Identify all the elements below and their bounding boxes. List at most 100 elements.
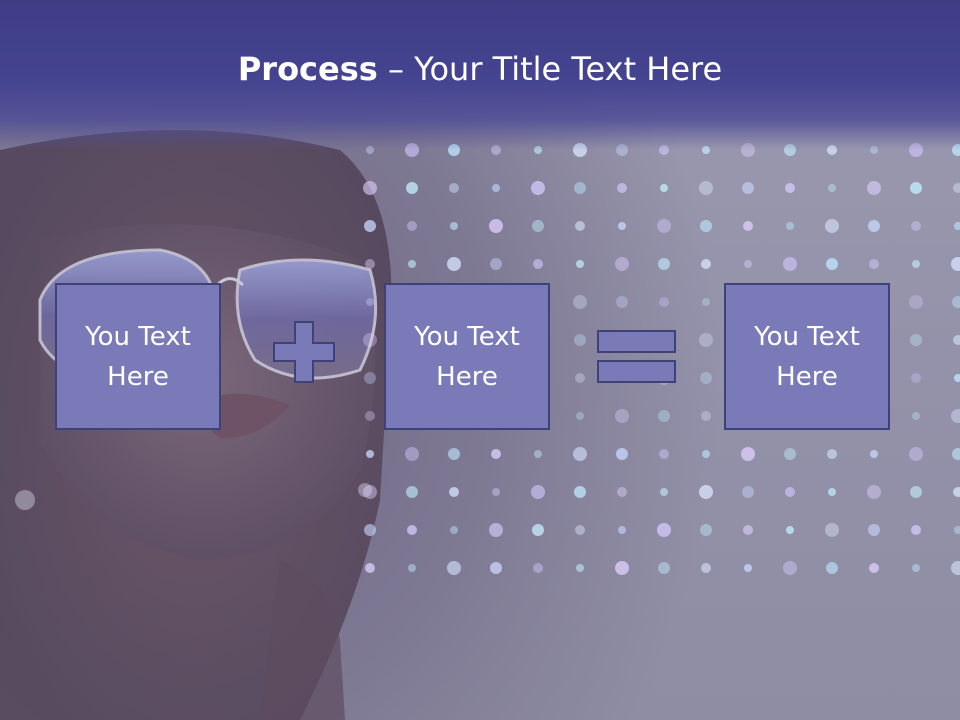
light-dot — [657, 523, 671, 537]
light-dot — [741, 447, 755, 461]
light-dot — [744, 260, 752, 268]
light-dot — [825, 523, 839, 537]
light-dot — [576, 564, 584, 572]
light-dot — [868, 524, 880, 536]
title-separator: – — [377, 50, 415, 88]
light-dot — [827, 449, 837, 459]
light-dot — [575, 525, 585, 535]
light-dot — [533, 259, 543, 269]
light-dot — [909, 447, 923, 461]
plus-icon — [273, 321, 335, 383]
light-dot — [574, 182, 586, 194]
light-dot — [911, 221, 921, 231]
light-dot — [447, 561, 461, 575]
process-box-1-text: You Text Here — [85, 321, 191, 392]
light-dot — [953, 335, 960, 345]
light-dot — [951, 561, 960, 575]
light-dot — [363, 485, 377, 499]
light-dot — [785, 487, 795, 497]
light-dot — [700, 524, 712, 536]
light-dot — [615, 257, 629, 271]
light-dot — [615, 409, 629, 423]
light-dot — [870, 450, 878, 458]
light-dot — [952, 296, 960, 308]
light-dot — [783, 561, 797, 575]
equals-icon — [597, 330, 676, 383]
light-dot — [490, 258, 502, 270]
light-dot — [658, 410, 670, 422]
light-dot — [618, 526, 626, 534]
light-dot — [534, 450, 542, 458]
light-dot — [573, 295, 587, 309]
light-dot — [574, 334, 586, 346]
light-dot — [363, 333, 377, 347]
light-dot — [658, 258, 670, 270]
light-dot — [575, 221, 585, 231]
light-dot — [660, 488, 668, 496]
light-dot — [616, 296, 628, 308]
light-dot — [449, 487, 459, 497]
light-dot — [953, 183, 960, 193]
light-dot — [617, 487, 627, 497]
light-dot — [490, 562, 502, 574]
light-dot — [868, 220, 880, 232]
title-bar — [0, 0, 960, 150]
light-dot — [449, 183, 459, 193]
light-dot — [702, 450, 710, 458]
light-dot — [700, 372, 712, 384]
title-rest: Your Title Text Here — [414, 50, 723, 88]
light-dot — [786, 526, 794, 534]
light-dot — [491, 449, 501, 459]
light-dot — [407, 525, 417, 535]
light-dot — [407, 221, 417, 231]
light-dot — [659, 297, 669, 307]
process-box-1[interactable]: You Text Here — [55, 283, 221, 430]
light-dot — [701, 411, 711, 421]
light-dot — [447, 257, 461, 271]
light-dot — [785, 183, 795, 193]
light-dot — [450, 222, 458, 230]
light-dot — [786, 222, 794, 230]
process-box-2[interactable]: You Text Here — [384, 283, 550, 430]
light-dot — [869, 563, 879, 573]
light-dot — [406, 486, 418, 498]
light-dot — [910, 486, 922, 498]
page-title: Process – Your Title Text Here — [0, 50, 960, 88]
light-dot — [365, 259, 375, 269]
light-dot — [701, 259, 711, 269]
light-dot — [408, 564, 416, 572]
light-dot — [363, 181, 377, 195]
title-bold-part: Process — [237, 50, 378, 88]
light-dot — [910, 182, 922, 194]
light-dot — [448, 448, 460, 460]
light-dot — [659, 449, 669, 459]
light-dot — [826, 258, 838, 270]
light-dot — [784, 448, 796, 460]
light-dot — [828, 488, 836, 496]
light-dot — [826, 562, 838, 574]
light-dot — [364, 220, 376, 232]
light-dot — [825, 219, 839, 233]
process-box-2-text: You Text Here — [414, 321, 520, 392]
light-dot — [532, 220, 544, 232]
light-dot — [573, 447, 587, 461]
light-dot — [364, 372, 376, 384]
light-dot — [911, 525, 921, 535]
light-dot — [532, 524, 544, 536]
light-dot — [492, 488, 500, 496]
light-dot — [911, 373, 921, 383]
light-dot — [910, 334, 922, 346]
light-dot — [618, 222, 626, 230]
light-dot — [951, 257, 960, 271]
process-box-3[interactable]: You Text Here — [724, 283, 890, 430]
light-dot — [489, 523, 503, 537]
light-dot — [405, 447, 419, 461]
light-dot — [406, 182, 418, 194]
light-dot — [658, 562, 670, 574]
light-dot — [531, 485, 545, 499]
light-dot — [743, 525, 753, 535]
light-dot — [365, 563, 375, 573]
light-dot — [574, 486, 586, 498]
light-dot — [702, 298, 710, 306]
light-dot — [576, 260, 584, 268]
